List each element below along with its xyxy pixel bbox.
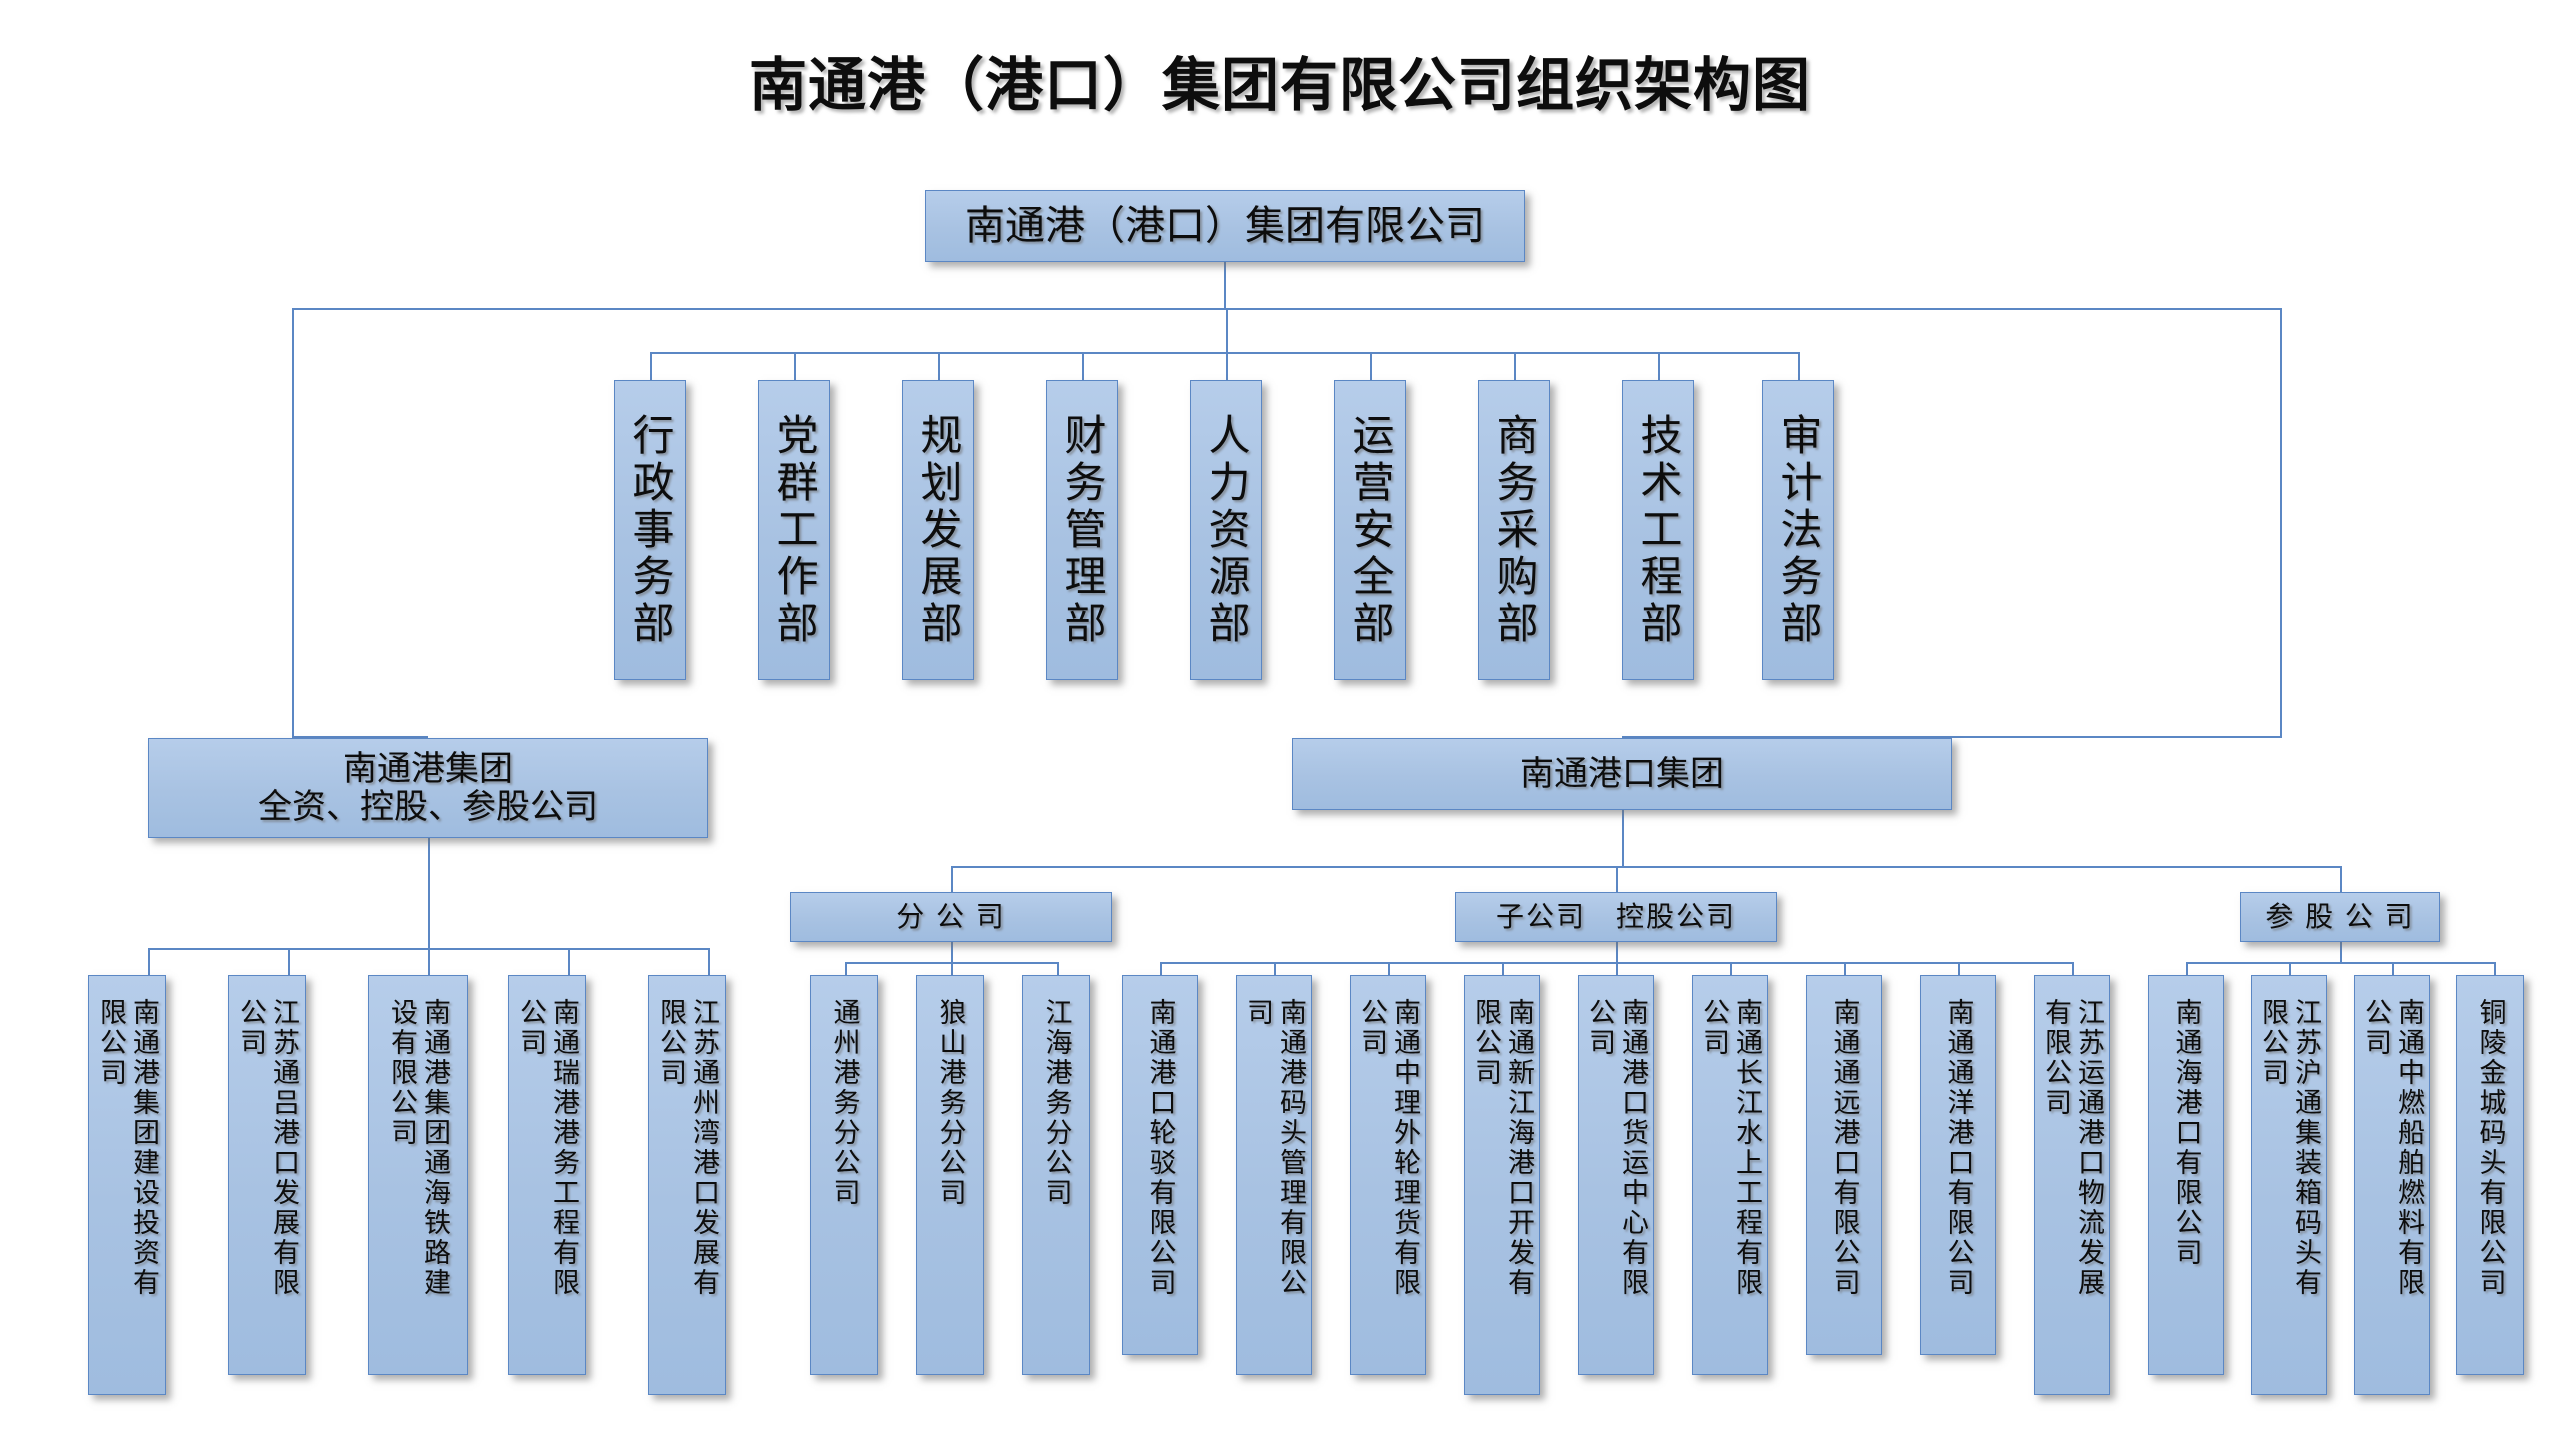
subsidiary-company-box[interactable]: 江苏运通港口物流发展有限公司 bbox=[2034, 975, 2110, 1395]
department-label: 规划发展部 bbox=[915, 412, 962, 648]
subsidiary-company-label: 南通新江海港口开发有限公司 bbox=[1471, 998, 1534, 1298]
company-label: 南通瑞港港务工程有限公司 bbox=[516, 998, 579, 1298]
company-box[interactable]: 南通港集团通海铁路建设有限公司 bbox=[368, 975, 468, 1375]
equity-company-label: 南通海港口有限公司 bbox=[2171, 998, 2202, 1268]
group-left-line1: 南通港集团 bbox=[343, 749, 513, 788]
equity-company-label: 江苏沪通集装箱码头有限公司 bbox=[2258, 998, 2321, 1298]
department-label: 商务采购部 bbox=[1491, 412, 1538, 648]
root-node[interactable]: 南通港（港口）集团有限公司 bbox=[925, 190, 1525, 262]
subsidiary-company-label: 南通港口货运中心有限公司 bbox=[1585, 998, 1648, 1298]
department-box-caiwu[interactable]: 财务管理部 bbox=[1046, 380, 1118, 680]
department-box-yunying[interactable]: 运营安全部 bbox=[1334, 380, 1406, 680]
category-label: 分 公 司 bbox=[896, 901, 1006, 933]
department-box-dangqun[interactable]: 党群工作部 bbox=[758, 380, 830, 680]
subsidiary-company-label: 南通通洋港口有限公司 bbox=[1943, 998, 1974, 1298]
group-left-text: 南通港集团 全资、控股、参股公司 bbox=[258, 750, 598, 826]
subsidiary-company-box[interactable]: 南通长江水上工程有限公司 bbox=[1692, 975, 1768, 1375]
company-box[interactable]: 南通港集团建设投资有限公司 bbox=[88, 975, 166, 1395]
department-box-xingzheng[interactable]: 行政事务部 bbox=[614, 380, 686, 680]
company-box[interactable]: 南通瑞港港务工程有限公司 bbox=[508, 975, 586, 1375]
department-box-guihua[interactable]: 规划发展部 bbox=[902, 380, 974, 680]
subsidiary-company-label: 南通通远港口有限公司 bbox=[1829, 998, 1860, 1298]
category-label: 子公司 控股公司 bbox=[1495, 901, 1736, 933]
department-label: 审计法务部 bbox=[1775, 412, 1822, 648]
group-box-nantonggang-jituan[interactable]: 南通港集团 全资、控股、参股公司 bbox=[148, 738, 708, 838]
department-label: 技术工程部 bbox=[1635, 412, 1682, 648]
department-box-jishu[interactable]: 技术工程部 bbox=[1622, 380, 1694, 680]
subsidiary-company-label: 南通长江水上工程有限公司 bbox=[1699, 998, 1762, 1298]
department-box-shangwu[interactable]: 商务采购部 bbox=[1478, 380, 1550, 680]
subsidiary-company-box[interactable]: 南通通洋港口有限公司 bbox=[1920, 975, 1996, 1355]
company-label: 江苏通吕港口发展有限公司 bbox=[236, 998, 299, 1298]
group-box-nantonggangkou-jituan[interactable]: 南通港口集团 bbox=[1292, 738, 1952, 810]
equity-company-label: 南通中燃船舶燃料有限公司 bbox=[2361, 998, 2424, 1298]
department-label: 行政事务部 bbox=[627, 412, 674, 648]
category-box-branch[interactable]: 分 公 司 bbox=[790, 892, 1112, 942]
page-title: 南通港（港口）集团有限公司组织架构图 bbox=[748, 53, 1811, 118]
equity-company-box[interactable]: 铜陵金城码头有限公司 bbox=[2456, 975, 2524, 1375]
branch-company-box[interactable]: 通州港务分公司 bbox=[810, 975, 878, 1375]
department-label: 运营安全部 bbox=[1347, 412, 1394, 648]
equity-company-box[interactable]: 江苏沪通集装箱码头有限公司 bbox=[2251, 975, 2327, 1395]
department-label: 党群工作部 bbox=[771, 412, 818, 648]
department-label: 财务管理部 bbox=[1059, 412, 1106, 648]
subsidiary-company-box[interactable]: 南通港口货运中心有限公司 bbox=[1578, 975, 1654, 1375]
department-label: 人力资源部 bbox=[1203, 412, 1250, 648]
subsidiary-company-label: 江苏运通港口物流发展有限公司 bbox=[2041, 998, 2104, 1298]
subsidiary-company-box[interactable]: 南通港口轮驳有限公司 bbox=[1122, 975, 1198, 1355]
category-box-equity[interactable]: 参 股 公 司 bbox=[2240, 892, 2440, 942]
group-left-line2: 全资、控股、参股公司 bbox=[258, 788, 598, 826]
company-label: 南通港集团建设投资有限公司 bbox=[96, 998, 159, 1298]
category-label: 参 股 公 司 bbox=[2265, 901, 2415, 933]
equity-company-box[interactable]: 南通海港口有限公司 bbox=[2148, 975, 2224, 1375]
company-label: 南通港集团通海铁路建设有限公司 bbox=[387, 998, 450, 1298]
branch-company-label: 狼山港务分公司 bbox=[935, 998, 966, 1208]
department-box-shenji[interactable]: 审计法务部 bbox=[1762, 380, 1834, 680]
subsidiary-company-box[interactable]: 南通新江海港口开发有限公司 bbox=[1464, 975, 1540, 1395]
company-box[interactable]: 江苏通州湾港口发展有限公司 bbox=[648, 975, 726, 1395]
group-right-label: 南通港口集团 bbox=[1520, 754, 1724, 793]
subsidiary-company-label: 南通中理外轮理货有限公司 bbox=[1357, 998, 1420, 1298]
subsidiary-company-label: 南通港口轮驳有限公司 bbox=[1145, 998, 1176, 1298]
equity-company-box[interactable]: 南通中燃船舶燃料有限公司 bbox=[2354, 975, 2430, 1395]
equity-company-label: 铜陵金城码头有限公司 bbox=[2475, 998, 2506, 1298]
department-box-renli[interactable]: 人力资源部 bbox=[1190, 380, 1262, 680]
branch-company-box[interactable]: 江海港务分公司 bbox=[1022, 975, 1090, 1375]
category-box-subsidiary[interactable]: 子公司 控股公司 bbox=[1455, 892, 1777, 942]
company-box[interactable]: 江苏通吕港口发展有限公司 bbox=[228, 975, 306, 1375]
branch-company-box[interactable]: 狼山港务分公司 bbox=[916, 975, 984, 1375]
subsidiary-company-box[interactable]: 南通港码头管理有限公司 bbox=[1236, 975, 1312, 1375]
subsidiary-company-box[interactable]: 南通中理外轮理货有限公司 bbox=[1350, 975, 1426, 1375]
root-node-label: 南通港（港口）集团有限公司 bbox=[965, 203, 1485, 248]
subsidiary-company-box[interactable]: 南通通远港口有限公司 bbox=[1806, 975, 1882, 1355]
subsidiary-company-label: 南通港码头管理有限公司 bbox=[1243, 998, 1306, 1298]
company-label: 江苏通州湾港口发展有限公司 bbox=[656, 998, 719, 1298]
branch-company-label: 江海港务分公司 bbox=[1041, 998, 1072, 1208]
branch-company-label: 通州港务分公司 bbox=[829, 998, 860, 1208]
